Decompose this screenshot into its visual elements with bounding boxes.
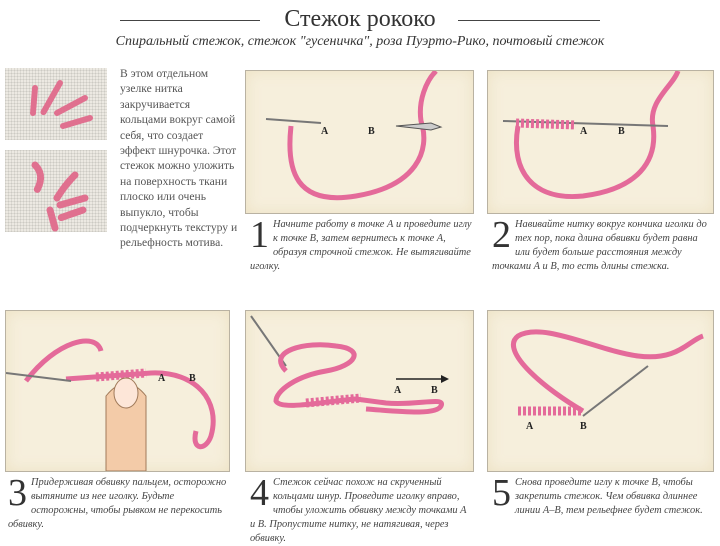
page-subtitle: Спиральный стежок, стежок "гусеничка", р…	[115, 34, 605, 49]
page-title: Стежок рококо	[276, 6, 444, 32]
step-5-illustration: A B	[487, 310, 714, 472]
rococo-knots-flat-illustration	[30, 80, 93, 129]
thread-and-needle-illustration: A B	[265, 71, 443, 201]
point-a-label: A	[526, 421, 534, 432]
sample-swatch-raised	[5, 150, 107, 232]
coil-lay-illustration: A B	[250, 315, 449, 415]
point-a-label: A	[321, 126, 329, 137]
point-b-label: B	[368, 126, 375, 137]
point-a-label: A	[394, 385, 402, 396]
secure-stitch-illustration: A B	[510, 329, 704, 432]
point-a-label: A	[158, 373, 166, 384]
point-b-label: B	[189, 373, 196, 384]
thread-wrap-illustration: A B	[502, 71, 681, 200]
step-2-illustration: A B	[487, 70, 714, 214]
finger-hold-illustration: A B	[6, 338, 216, 471]
point-b-label: B	[431, 385, 438, 396]
rococo-knots-raised-illustration	[31, 161, 89, 232]
step-1-illustration: A B	[245, 70, 474, 214]
sample-swatch-flat	[5, 68, 107, 140]
step-3-illustration: A B	[5, 310, 230, 472]
point-a-label: A	[580, 126, 588, 137]
point-b-label: B	[580, 421, 587, 432]
point-b-label: B	[618, 126, 625, 137]
intro-text: В этом отдельном узелке нитка закручивае…	[120, 67, 238, 250]
title-rule-right	[458, 20, 600, 21]
title-rule-left	[120, 20, 260, 21]
step-4-illustration: A B	[245, 310, 474, 472]
